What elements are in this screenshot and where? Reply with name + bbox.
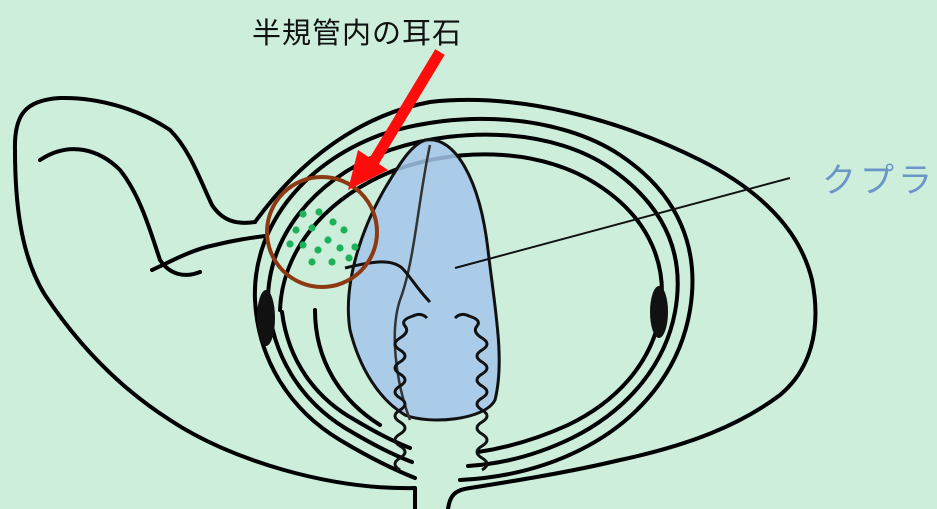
right-oval (650, 286, 668, 338)
cupula-label: クプラ (822, 153, 936, 202)
otolith-in-canal-label: 半規管内の耳石 (252, 10, 462, 52)
cupula-pointer-line (455, 178, 790, 268)
brown-circle (267, 177, 377, 287)
left-oval (257, 290, 275, 346)
